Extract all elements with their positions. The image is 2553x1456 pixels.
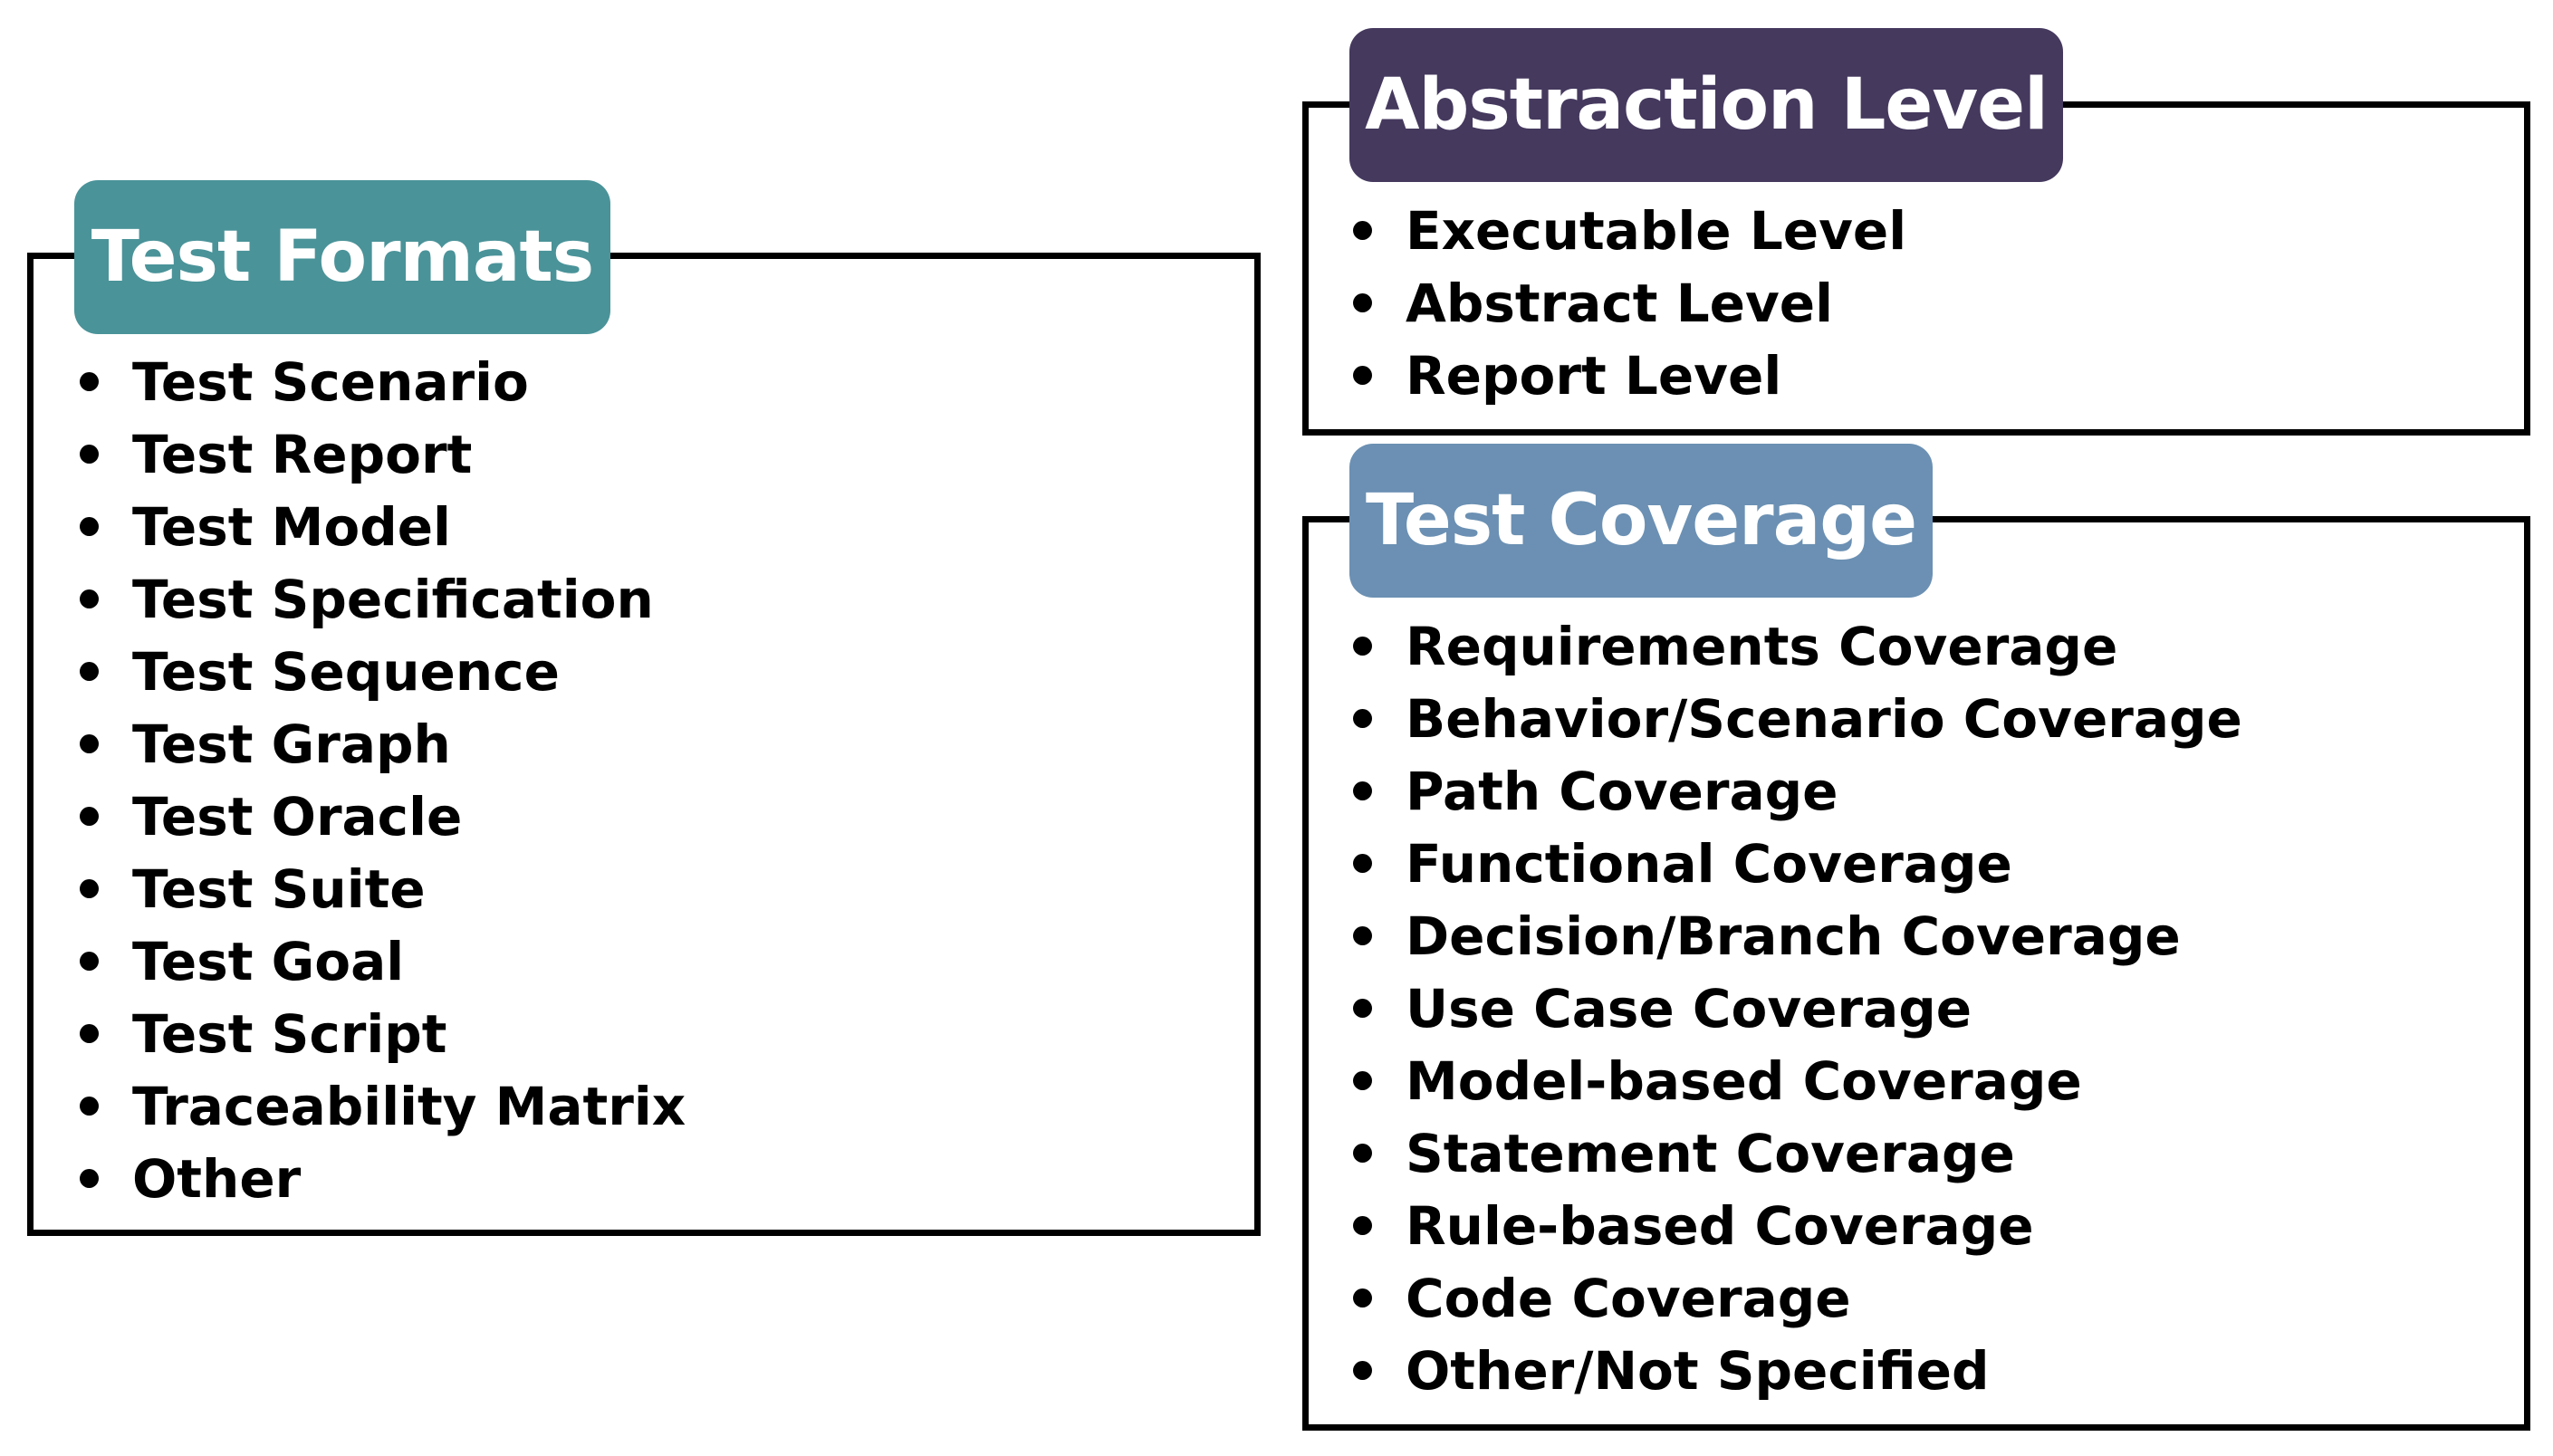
list-item-label: Test Script: [132, 1003, 447, 1065]
bullet-icon: [1353, 1288, 1372, 1308]
list-item-label: Model-based Coverage: [1406, 1050, 2082, 1112]
list-item-label: Statement Coverage: [1406, 1123, 2015, 1184]
bullet-icon: [1353, 1071, 1372, 1090]
bullet-icon: [1353, 1144, 1372, 1163]
list-item: Test Model: [80, 491, 686, 563]
list-item: Requirements Coverage: [1353, 610, 2242, 683]
test-formats-list: Test Scenario Test Report Test Model Tes…: [80, 346, 686, 1215]
bullet-icon: [80, 952, 99, 971]
bullet-icon: [1353, 1361, 1372, 1380]
list-item-label: Requirements Coverage: [1406, 616, 2118, 677]
list-item: Decision/Branch Coverage: [1353, 900, 2242, 972]
list-item-label: Rule-based Coverage: [1406, 1195, 2034, 1257]
list-item: Other: [80, 1143, 686, 1215]
list-item-label: Other/Not Specified: [1406, 1340, 1990, 1402]
bullet-icon: [80, 517, 99, 536]
bullet-icon: [1353, 999, 1372, 1018]
bullet-icon: [1353, 781, 1372, 800]
bullet-icon: [1353, 1216, 1372, 1235]
list-item-label: Test Sequence: [132, 641, 560, 703]
list-item: Report Level: [1353, 340, 1906, 412]
abstraction-level-title: Abstraction Level: [1365, 64, 2049, 146]
bullet-icon: [80, 589, 99, 608]
list-item-label: Path Coverage: [1406, 761, 1838, 822]
list-item: Test Script: [80, 998, 686, 1070]
bullet-icon: [80, 1097, 99, 1116]
list-item-label: Test Model: [132, 496, 451, 558]
list-item-label: Test Goal: [132, 931, 405, 992]
list-item: Test Scenario: [80, 346, 686, 418]
list-item-label: Test Report: [132, 424, 473, 485]
list-item-label: Code Coverage: [1406, 1268, 1851, 1329]
bullet-icon: [1353, 366, 1372, 385]
list-item: Code Coverage: [1353, 1262, 2242, 1335]
bullet-icon: [80, 372, 99, 391]
test-coverage-header: Test Coverage: [1349, 444, 1933, 598]
bullet-icon: [80, 1169, 99, 1188]
list-item: Test Specification: [80, 563, 686, 636]
abstraction-level-list: Executable Level Abstract Level Report L…: [1353, 195, 1906, 412]
bullet-icon: [1353, 293, 1372, 312]
list-item: Abstract Level: [1353, 267, 1906, 340]
list-item-label: Report Level: [1406, 345, 1782, 407]
bullet-icon: [80, 807, 99, 826]
bullet-icon: [80, 662, 99, 681]
test-formats-header: Test Formats: [74, 180, 610, 334]
bullet-icon: [1353, 221, 1372, 240]
test-coverage-title: Test Coverage: [1365, 480, 1917, 561]
list-item-label: Use Case Coverage: [1406, 978, 1972, 1039]
list-item-label: Abstract Level: [1406, 273, 1834, 334]
bullet-icon: [1353, 637, 1372, 656]
list-item: Test Oracle: [80, 781, 686, 853]
bullet-icon: [1353, 854, 1372, 873]
list-item: Rule-based Coverage: [1353, 1190, 2242, 1262]
list-item-label: Behavior/Scenario Coverage: [1406, 688, 2242, 750]
list-item: Test Suite: [80, 853, 686, 925]
list-item: Model-based Coverage: [1353, 1045, 2242, 1117]
list-item: Test Goal: [80, 925, 686, 998]
bullet-icon: [80, 445, 99, 464]
bullet-icon: [1353, 926, 1372, 945]
list-item-label: Decision/Branch Coverage: [1406, 905, 2181, 967]
list-item-label: Executable Level: [1406, 200, 1907, 262]
test-coverage-panel: [1302, 516, 2530, 1431]
test-coverage-list: Requirements Coverage Behavior/Scenario …: [1353, 610, 2242, 1407]
list-item: Executable Level: [1353, 195, 1906, 267]
list-item: Test Graph: [80, 708, 686, 781]
bullet-icon: [80, 879, 99, 898]
list-item-label: Test Suite: [132, 858, 426, 920]
abstraction-level-header: Abstraction Level: [1349, 28, 2063, 182]
list-item: Use Case Coverage: [1353, 972, 2242, 1045]
bullet-icon: [80, 1024, 99, 1043]
list-item-label: Test Oracle: [132, 786, 463, 848]
list-item: Test Sequence: [80, 636, 686, 708]
list-item: Path Coverage: [1353, 755, 2242, 828]
test-formats-panel: [27, 253, 1261, 1236]
list-item: Functional Coverage: [1353, 828, 2242, 900]
test-formats-title: Test Formats: [91, 216, 594, 298]
list-item: Traceability Matrix: [80, 1070, 686, 1143]
list-item: Statement Coverage: [1353, 1117, 2242, 1190]
list-item: Test Report: [80, 418, 686, 491]
list-item-label: Test Scenario: [132, 351, 529, 413]
bullet-icon: [1353, 709, 1372, 728]
list-item-label: Functional Coverage: [1406, 833, 2012, 895]
list-item: Behavior/Scenario Coverage: [1353, 683, 2242, 755]
bullet-icon: [80, 734, 99, 753]
list-item-label: Other: [132, 1148, 302, 1210]
list-item-label: Test Graph: [132, 714, 451, 775]
list-item: Other/Not Specified: [1353, 1335, 2242, 1407]
list-item-label: Traceability Matrix: [132, 1076, 686, 1137]
list-item-label: Test Specification: [132, 569, 654, 630]
